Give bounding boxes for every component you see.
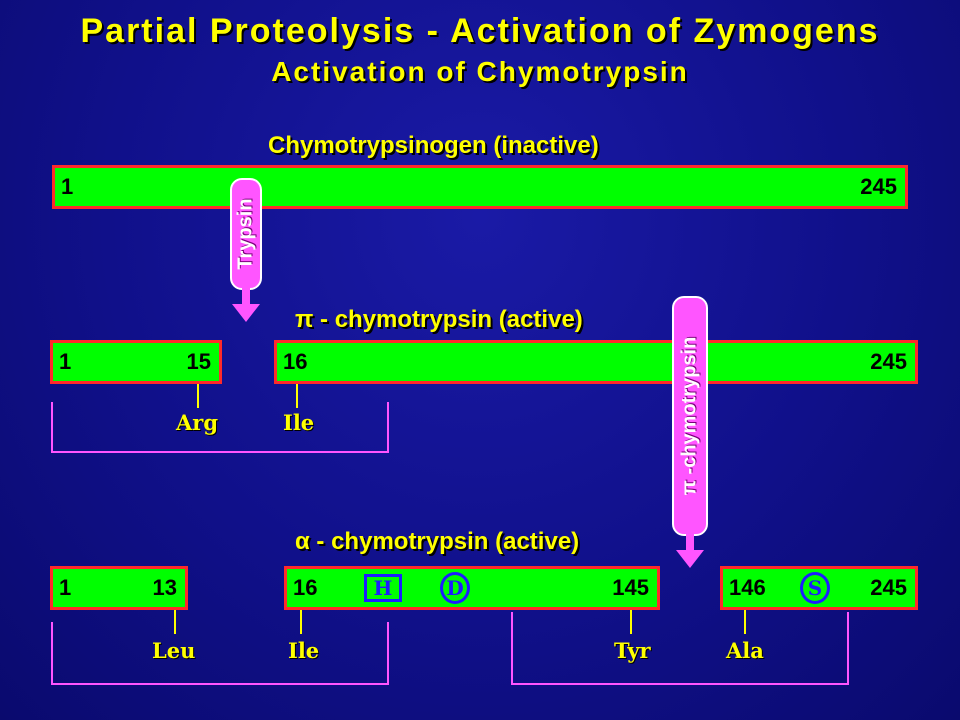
alpha-label: α - chymotrypsin (active) bbox=[295, 528, 580, 555]
pi-link-line bbox=[51, 402, 389, 453]
pi-chymotrypsin-enzyme-label: π -chymotrypsin bbox=[678, 336, 701, 496]
pi-seg2-end: 245 bbox=[870, 349, 907, 374]
serine-circle-icon: S bbox=[800, 572, 830, 604]
pi-chymotrypsin-arrow: π -chymotrypsin bbox=[672, 296, 708, 536]
down-arrow-icon bbox=[676, 550, 704, 568]
alpha-leu-tick bbox=[174, 610, 176, 634]
alpha-ile-residue: Ile bbox=[288, 638, 320, 663]
alpha-link-line-2 bbox=[511, 612, 849, 685]
zymogen-label: Chymotrypsinogen (inactive) bbox=[268, 132, 599, 159]
alpha-ile-tick bbox=[300, 610, 302, 634]
alpha-ala-residue: Ala bbox=[726, 638, 764, 663]
alpha-seg1-end: 13 bbox=[152, 575, 177, 600]
alpha-seg3-start: 146 bbox=[729, 575, 766, 600]
alpha-leu-residue: Leu bbox=[152, 638, 196, 663]
pi-label: π - chymotrypsin (active) bbox=[295, 306, 583, 333]
pi-seg2-start: 16 bbox=[283, 349, 308, 374]
pi-ile-residue: Ile bbox=[283, 410, 315, 435]
trypsin-arrow: Trypsin bbox=[230, 178, 262, 290]
alpha-link-line-1 bbox=[51, 622, 389, 685]
pi-chymotrypsin-arrow-shaft bbox=[686, 534, 694, 550]
trypsin-label: Trypsin bbox=[234, 198, 257, 270]
alpha-seg1-bar: 1 13 bbox=[50, 566, 188, 610]
alpha-seg1-start: 1 bbox=[59, 575, 72, 600]
trypsin-arrow-shaft bbox=[242, 288, 250, 304]
alpha-seg2-bar: 16 145 bbox=[284, 566, 660, 610]
pi-ile-tick bbox=[296, 384, 298, 408]
alpha-seg2-start: 16 bbox=[293, 575, 318, 600]
alpha-tyr-residue: Tyr bbox=[614, 638, 651, 663]
down-arrow-icon bbox=[232, 304, 260, 322]
pi-seg2-bar: 16 245 bbox=[274, 340, 918, 384]
pi-seg1-start: 1 bbox=[59, 349, 72, 374]
pi-arg-residue: Arg bbox=[176, 410, 219, 435]
zymogen-start: 1 bbox=[61, 174, 74, 199]
aspartate-circle-icon: D bbox=[440, 572, 470, 604]
alpha-seg3-end: 245 bbox=[870, 575, 907, 600]
pi-seg1-bar: 1 15 bbox=[50, 340, 222, 384]
alpha-ala-tick bbox=[744, 610, 746, 634]
zymogen-bar: 1 245 bbox=[52, 165, 908, 209]
pi-arg-tick bbox=[197, 384, 199, 408]
alpha-seg2-end: 145 bbox=[612, 575, 649, 600]
pi-seg1-end: 15 bbox=[186, 349, 211, 374]
zymogen-end: 245 bbox=[860, 174, 897, 199]
page-subtitle: Activation of Chymotrypsin bbox=[271, 56, 689, 87]
alpha-tyr-tick bbox=[630, 610, 632, 634]
histidine-box-icon: H bbox=[364, 574, 402, 602]
page-title: Partial Proteolysis - Activation of Zymo… bbox=[80, 12, 880, 50]
